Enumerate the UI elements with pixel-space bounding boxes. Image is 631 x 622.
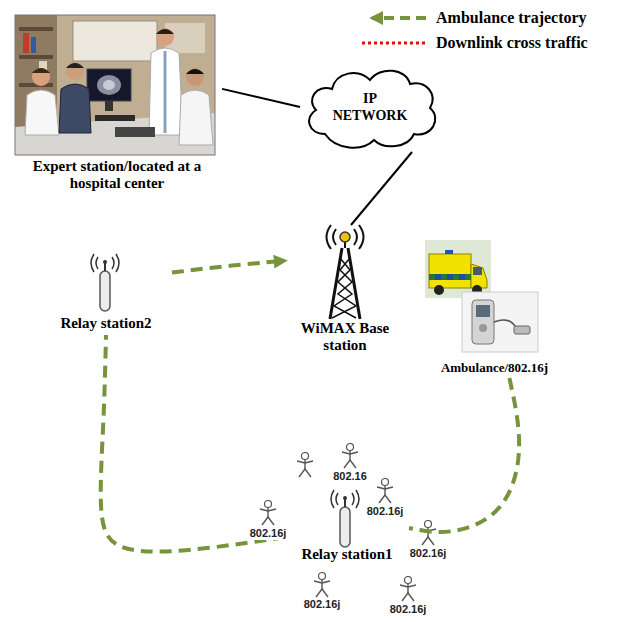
station-label: IP NETWORK [328, 90, 412, 124]
mobile-user-figures [260, 444, 436, 602]
station-label: Ambulance/802.16j [422, 360, 567, 375]
network-cloud: IP NETWORK [300, 62, 440, 152]
station-label: Expert station/located at a hospital cen… [27, 158, 207, 192]
station-node: WiMAX Base station [285, 225, 405, 357]
trajectory-sample [372, 16, 426, 20]
relay-antenna [91, 254, 119, 311]
legend-text: Ambulance trajectory [436, 8, 587, 28]
cloud-outline [300, 62, 440, 152]
cross-traffic-sample [362, 42, 426, 45]
base-station-tower [327, 225, 364, 319]
medical-device-photo [462, 292, 538, 352]
station-label: Relay station2 [42, 315, 170, 332]
expert-photo [15, 15, 215, 155]
device-label: 802.16j [388, 603, 429, 616]
relay-antenna [331, 490, 359, 547]
device-label: 802.16j [408, 547, 449, 560]
station-node: Relay station1 [285, 490, 409, 566]
legend-text: Downlink cross traffic [436, 33, 588, 53]
ambulance-trajectory [172, 261, 285, 273]
ambulance-photo [425, 240, 491, 298]
cloud-shape [309, 71, 435, 148]
ambulance-trajectory [101, 335, 285, 552]
network-link [351, 152, 412, 225]
station-node: Ambulance/802.16j [420, 236, 569, 378]
station-label: WiMAX Base station [299, 320, 391, 354]
device-label: 802.16j [365, 505, 406, 518]
device-label: 802.16 [331, 470, 369, 483]
device-label: 802.16j [248, 527, 289, 540]
station-node: Expert station/located at a hospital cen… [12, 12, 222, 195]
station-node: Relay station2 [40, 255, 172, 335]
station-label: Relay station1 [287, 546, 407, 563]
device-label: 802.16j [302, 598, 343, 611]
network-link [222, 89, 300, 107]
ambulance-trajectory [409, 378, 519, 532]
legend-samples [362, 18, 426, 43]
